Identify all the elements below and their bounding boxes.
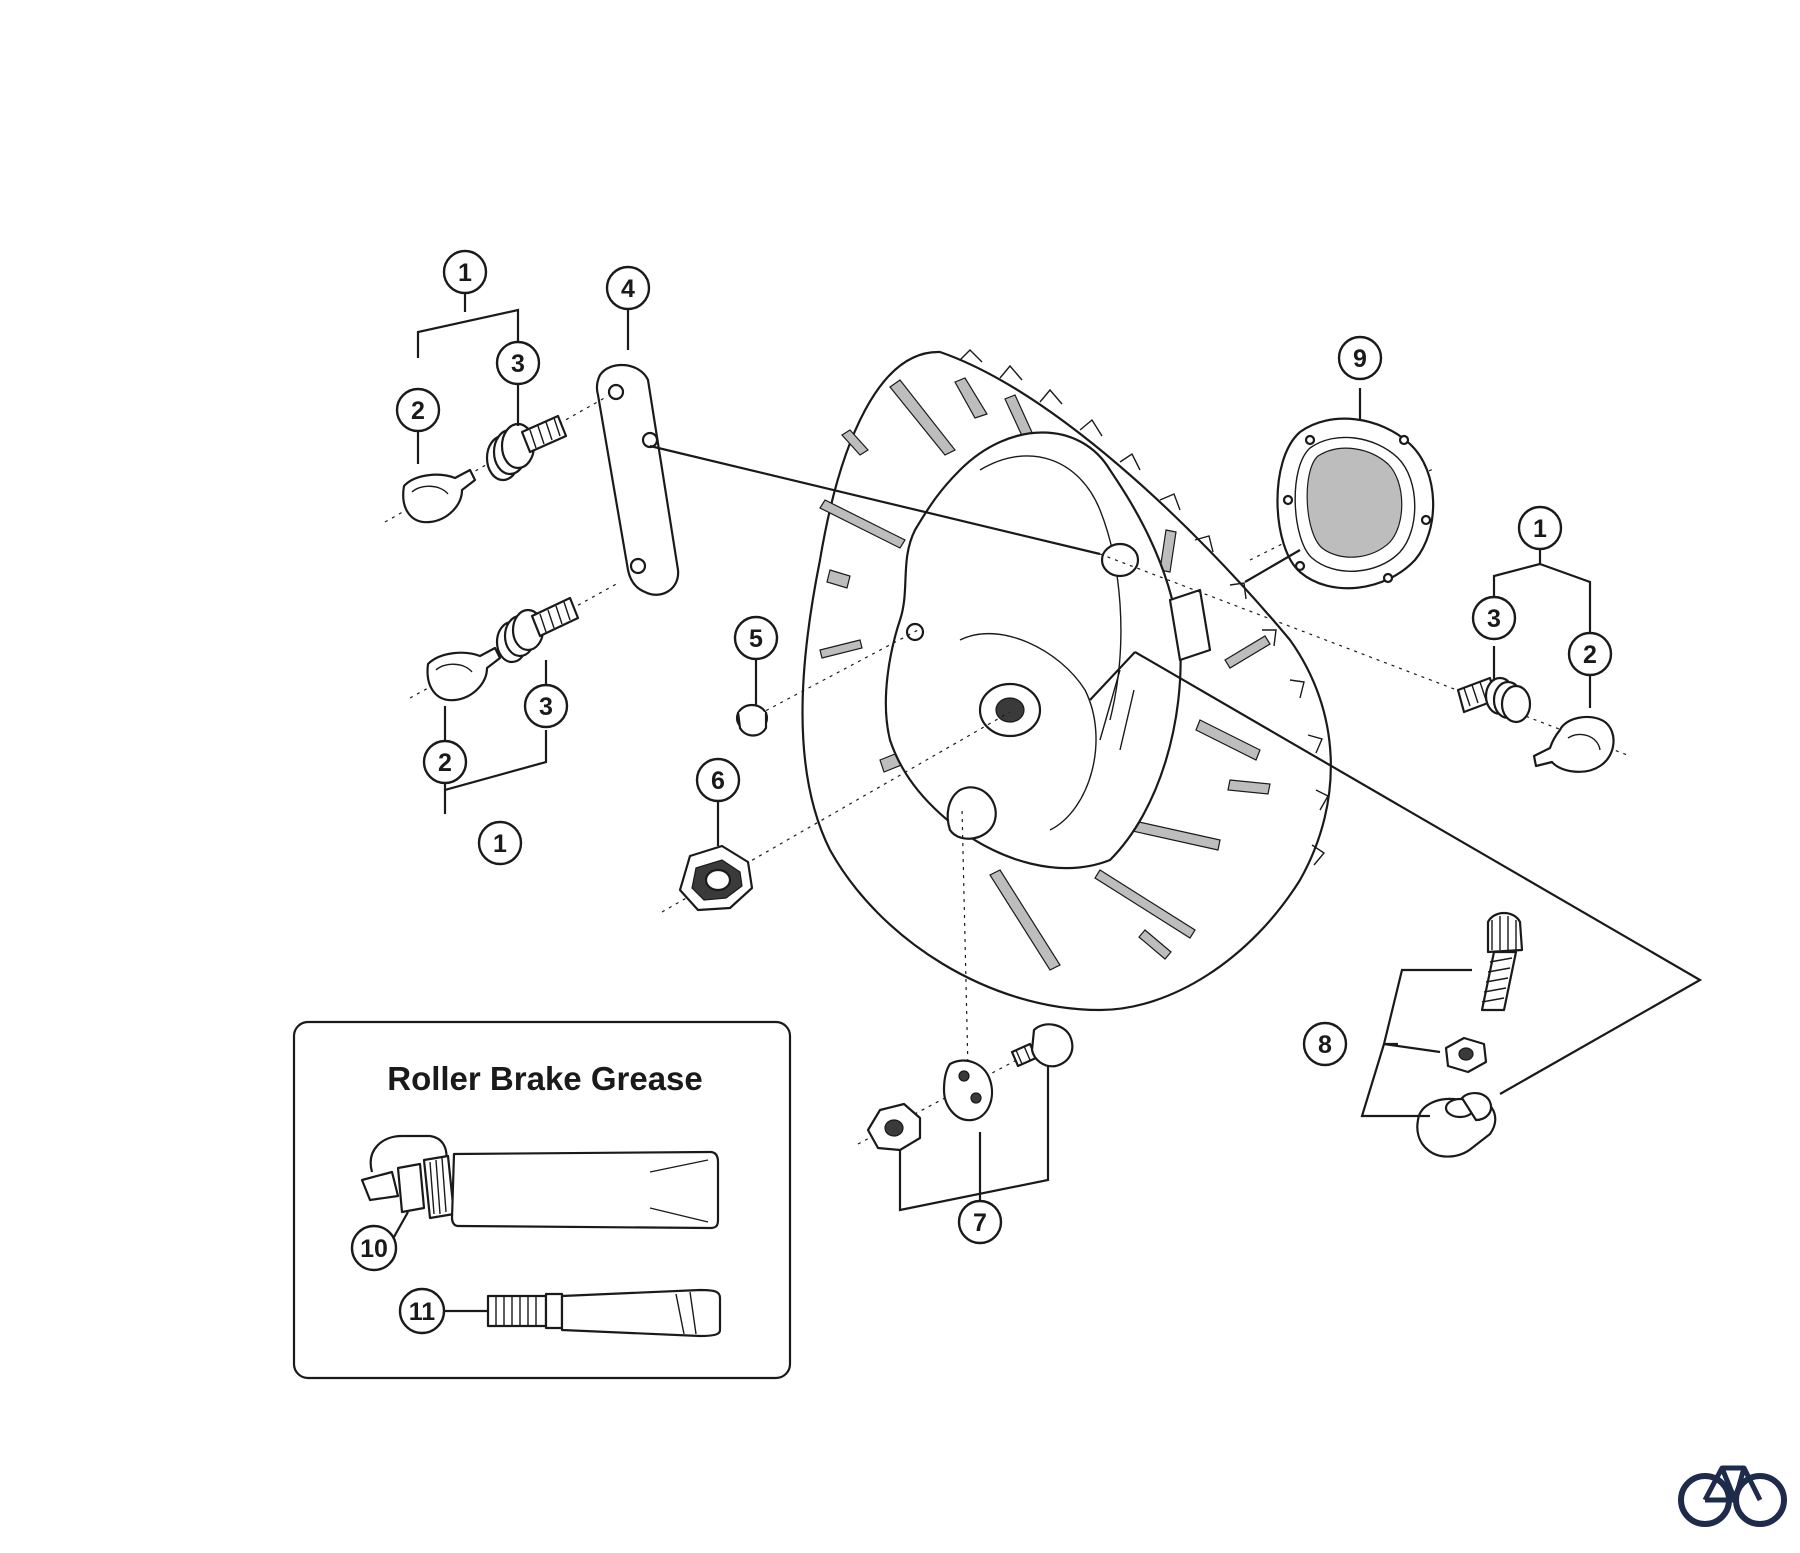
part-6-hex-nut — [661, 711, 1011, 913]
svg-text:3: 3 — [1487, 605, 1501, 633]
callout-1-right: 1 — [1517, 505, 1563, 551]
brake-body — [884, 431, 1212, 870]
roller-brake-grease-box: Roller Brake Grease 10 — [292, 1020, 792, 1380]
bicycle-logo-icon — [1678, 1465, 1787, 1527]
callout-11: 11 — [398, 1287, 446, 1335]
callout-2-lower-left: 2 — [422, 739, 468, 785]
svg-text:2: 2 — [438, 749, 452, 777]
callout-8: 8 — [1302, 1021, 1348, 1067]
part-1-cable-fixing-upper-left — [384, 395, 609, 524]
callout-2-upper-left: 2 — [395, 387, 441, 433]
part-11-grease-tube — [444, 1288, 722, 1338]
svg-text:6: 6 — [711, 767, 725, 795]
svg-text:1: 1 — [1533, 515, 1547, 543]
callout-3-lower-left: 3 — [523, 683, 569, 729]
svg-text:4: 4 — [621, 275, 635, 303]
roller-brake-assembly — [801, 349, 1332, 1012]
part-9-seal-ring — [1249, 417, 1436, 590]
part-1-cable-fixing-lower-left — [409, 581, 621, 702]
callout-3-right: 3 — [1471, 595, 1517, 641]
callout-9: 9 — [1337, 335, 1383, 381]
svg-text:1: 1 — [493, 830, 507, 858]
grease-box-title: Roller Brake Grease — [387, 1060, 703, 1097]
part-10-grease-bottle — [360, 1134, 720, 1245]
callout-1-lower-left: 1 — [477, 820, 523, 866]
part-8-cable-adjuster-set — [1416, 911, 1524, 1158]
svg-text:3: 3 — [539, 693, 553, 721]
callout-7: 7 — [957, 1199, 1003, 1245]
svg-text:3: 3 — [511, 350, 525, 378]
part-5-cap — [735, 629, 919, 737]
callout-3-upper-left: 3 — [495, 340, 541, 386]
leader-lines — [416, 293, 1703, 1224]
svg-text:5: 5 — [749, 625, 763, 653]
callout-2-right: 2 — [1567, 631, 1613, 677]
callout-1-upper-left: 1 — [442, 249, 488, 295]
svg-text:7: 7 — [973, 1209, 987, 1237]
part-4-link-plate — [595, 363, 680, 596]
svg-text:1: 1 — [458, 259, 472, 287]
callout-4: 4 — [605, 265, 651, 311]
callout-5: 5 — [733, 615, 779, 661]
svg-text:2: 2 — [411, 397, 425, 425]
part-1-cable-fixing-right — [1099, 553, 1631, 773]
svg-text:11: 11 — [409, 1298, 436, 1326]
svg-text:9: 9 — [1353, 345, 1367, 373]
callout-10: 10 — [350, 1224, 398, 1272]
callout-6: 6 — [695, 757, 741, 803]
svg-text:8: 8 — [1318, 1031, 1332, 1059]
svg-text:2: 2 — [1583, 641, 1597, 669]
part-7-bolt-set — [857, 807, 1074, 1152]
svg-text:10: 10 — [360, 1235, 388, 1263]
